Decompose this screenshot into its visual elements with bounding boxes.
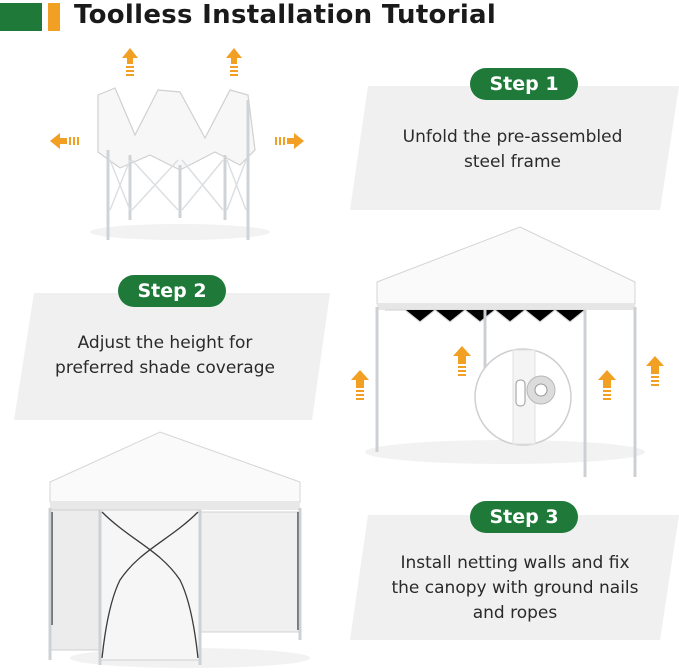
title-accent-green <box>0 3 42 31</box>
left-arrow-icon <box>50 133 79 149</box>
right-arrow-icon <box>275 133 304 149</box>
step1-line-1: Unfold the pre-assembled <box>402 127 623 147</box>
page-title: Toolless Installation Tutorial <box>74 0 497 30</box>
step2-badge: Step 2 <box>118 275 226 307</box>
up-arrow-icon <box>351 370 369 400</box>
up-arrow-icon <box>122 48 138 76</box>
step3-description: Install netting walls and fix the canopy… <box>360 551 670 626</box>
up-arrow-icon <box>598 370 616 400</box>
step2-description: Adjust the height for preferred shade co… <box>20 331 310 381</box>
title-accent-orange <box>48 3 60 31</box>
up-arrow-icon <box>453 346 471 376</box>
step3-badge: Step 3 <box>470 501 578 533</box>
up-arrow-icon <box>646 356 664 386</box>
folded-frame-illustration <box>50 48 304 240</box>
step1-description: Unfold the pre-assembled steel frame <box>360 125 665 175</box>
step3-line-1: Install netting walls and fix <box>400 553 630 573</box>
height-adjust-illustration <box>351 226 664 477</box>
step2-line-1: Adjust the height for <box>77 333 253 353</box>
netting-walls-illustration <box>48 431 310 668</box>
step1-line-2: steel frame <box>464 152 561 172</box>
step2-line-2: preferred shade coverage <box>55 358 275 378</box>
step1-badge: Step 1 <box>470 68 578 100</box>
step3-line-2: the canopy with ground nails <box>391 578 639 598</box>
up-arrow-icon <box>226 48 242 76</box>
step3-line-3: and ropes <box>472 603 558 623</box>
